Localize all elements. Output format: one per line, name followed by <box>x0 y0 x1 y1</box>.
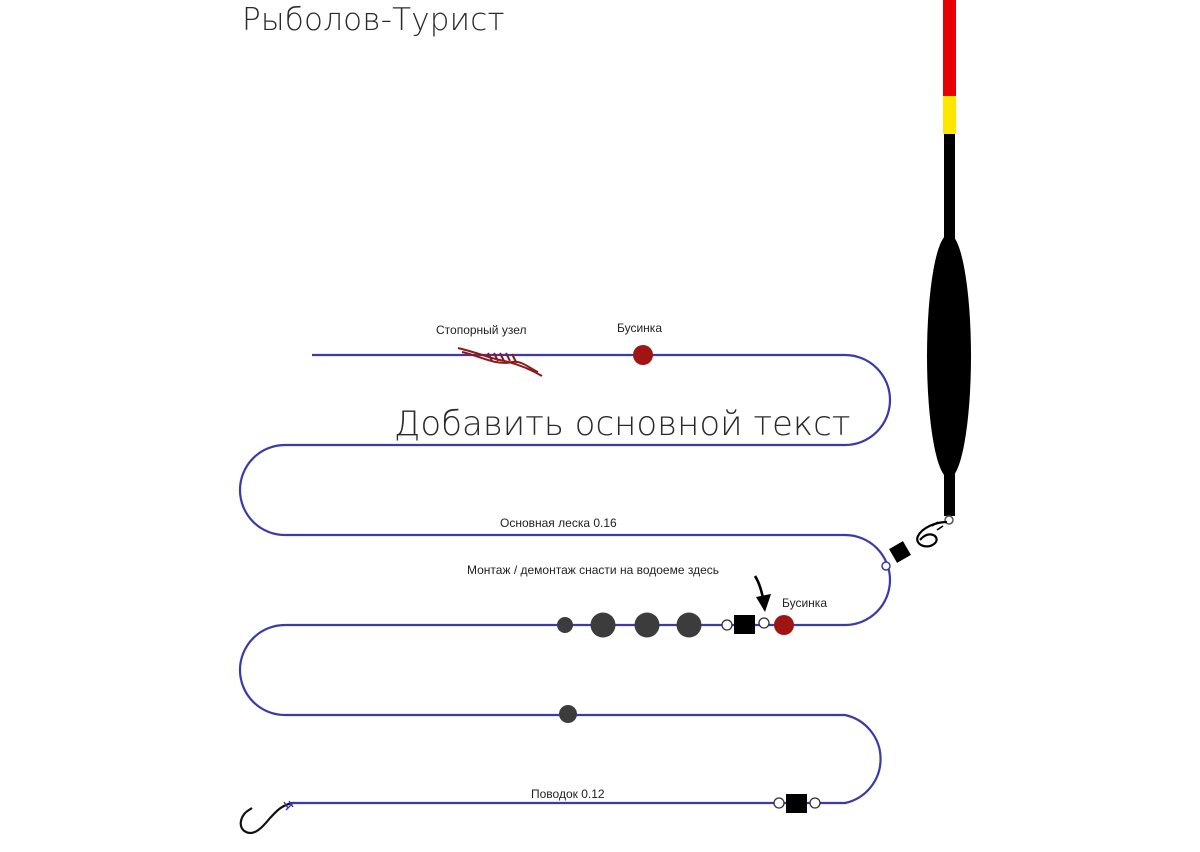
main-line-label: Основная леска 0.16 <box>500 516 617 530</box>
fish-hook-icon <box>239 800 295 835</box>
sinker-large-3 <box>676 612 702 638</box>
bead-mid-label: Бусинка <box>782 596 827 610</box>
arrow-down-icon <box>753 575 771 612</box>
bead-top <box>633 345 653 365</box>
sinker-large-1 <box>590 612 616 638</box>
leader-label: Поводок 0.12 <box>531 787 605 801</box>
swivel-icon <box>721 615 770 634</box>
mount-note-label: Монтаж / демонтаж снасти на водоеме здес… <box>467 563 719 577</box>
stopper-knot <box>457 347 543 377</box>
leader-swivel-icon <box>773 794 821 813</box>
placeholder-main-text[interactable]: Добавить основной текст <box>394 404 851 444</box>
sinker-lower <box>559 705 577 723</box>
page-title: Рыболов-Турист <box>242 2 505 38</box>
bead-mid <box>774 615 794 635</box>
float-icon <box>927 0 971 525</box>
bead-top-label: Бусинка <box>617 321 662 335</box>
float-swivel-icon <box>881 520 948 571</box>
sinker-large-2 <box>634 612 660 638</box>
sinker-small <box>557 617 573 633</box>
stop-knot-label: Стопорный узел <box>436 323 526 337</box>
